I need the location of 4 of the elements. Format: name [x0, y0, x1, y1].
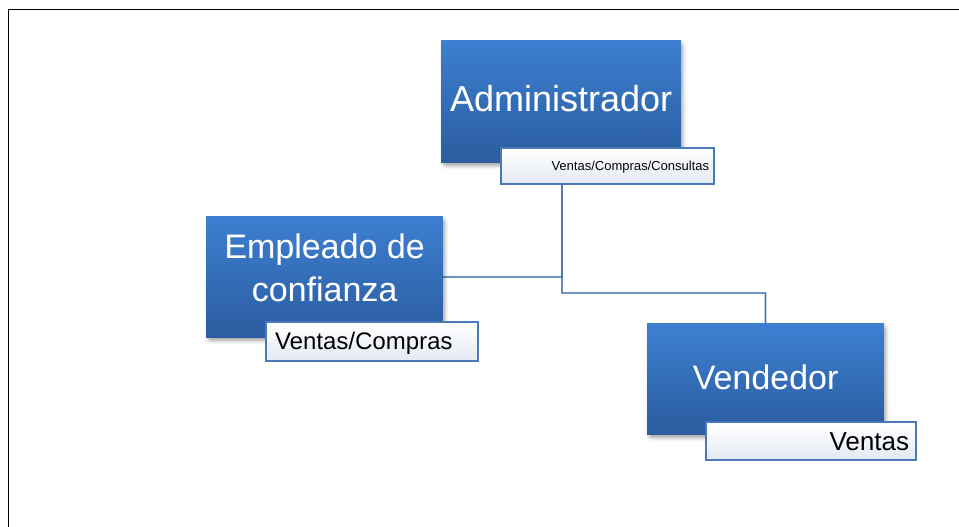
connector-line	[561, 185, 766, 323]
permission-box: Ventas/Compras	[265, 321, 479, 362]
permission-box: Ventas/Compras/Consultas	[500, 147, 715, 185]
permission-box: Ventas	[705, 421, 917, 461]
